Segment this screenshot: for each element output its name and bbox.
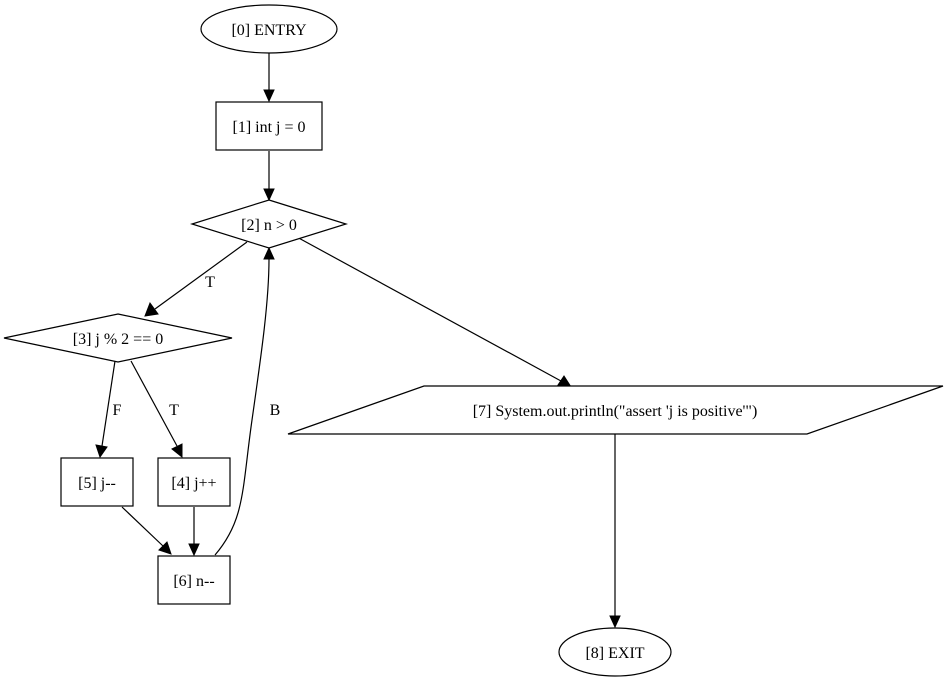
node-branch-condition	[3, 313, 233, 363]
arrowhead	[557, 375, 573, 388]
arrowhead	[609, 615, 621, 629]
edge-loop-cond-to-print	[294, 235, 562, 382]
edge-loop-cond-to-branch	[154, 241, 248, 310]
edge-label-false: F	[113, 402, 122, 419]
node-decrement-j	[60, 457, 134, 507]
node-print-statement-label: [7] System.out.println("assert 'j is pos…	[473, 403, 758, 420]
edge-branch-to-decrement	[101, 360, 116, 447]
node-init	[215, 101, 323, 151]
edge-label-true: T	[169, 402, 179, 419]
node-exit	[558, 627, 672, 677]
edge-label-true: T	[205, 274, 215, 291]
node-increment-j	[157, 457, 231, 507]
arrowhead	[158, 541, 172, 555]
node-loop-condition	[189, 199, 349, 249]
node-decrement-n	[157, 555, 231, 605]
node-print-statement	[287, 385, 944, 435]
node-decrement-j-label: [5] j--	[78, 475, 116, 492]
arrowhead	[144, 301, 159, 317]
arrowhead	[263, 89, 275, 103]
edge-labels: T F T B	[113, 274, 281, 419]
node-increment-j-label: [4] j++	[171, 475, 216, 492]
arrowhead	[188, 543, 200, 557]
node-branch-condition-label: [3] j % 2 == 0	[73, 331, 163, 348]
node-exit-label: [8] EXIT	[585, 645, 644, 662]
node-entry-label: [0] ENTRY	[231, 22, 307, 39]
edge-label-back: B	[270, 402, 281, 419]
node-init-label: [1] int j = 0	[232, 119, 305, 136]
nodes: [0] ENTRY [1] int j = 0 [2] n > 0 [3] j …	[3, 4, 944, 677]
arrowhead	[171, 443, 183, 459]
edge-back-to-loop-cond	[214, 258, 270, 556]
node-decrement-n-label: [6] n--	[173, 573, 214, 590]
arrowhead	[263, 246, 275, 260]
arrowhead	[95, 444, 108, 459]
edges	[95, 53, 621, 629]
edge-branch-to-increment	[130, 360, 178, 447]
edge-decrement-to-n-dec	[121, 506, 164, 547]
node-loop-condition-label: [2] n > 0	[241, 217, 297, 234]
arrowhead	[263, 188, 275, 202]
node-entry	[200, 4, 338, 54]
